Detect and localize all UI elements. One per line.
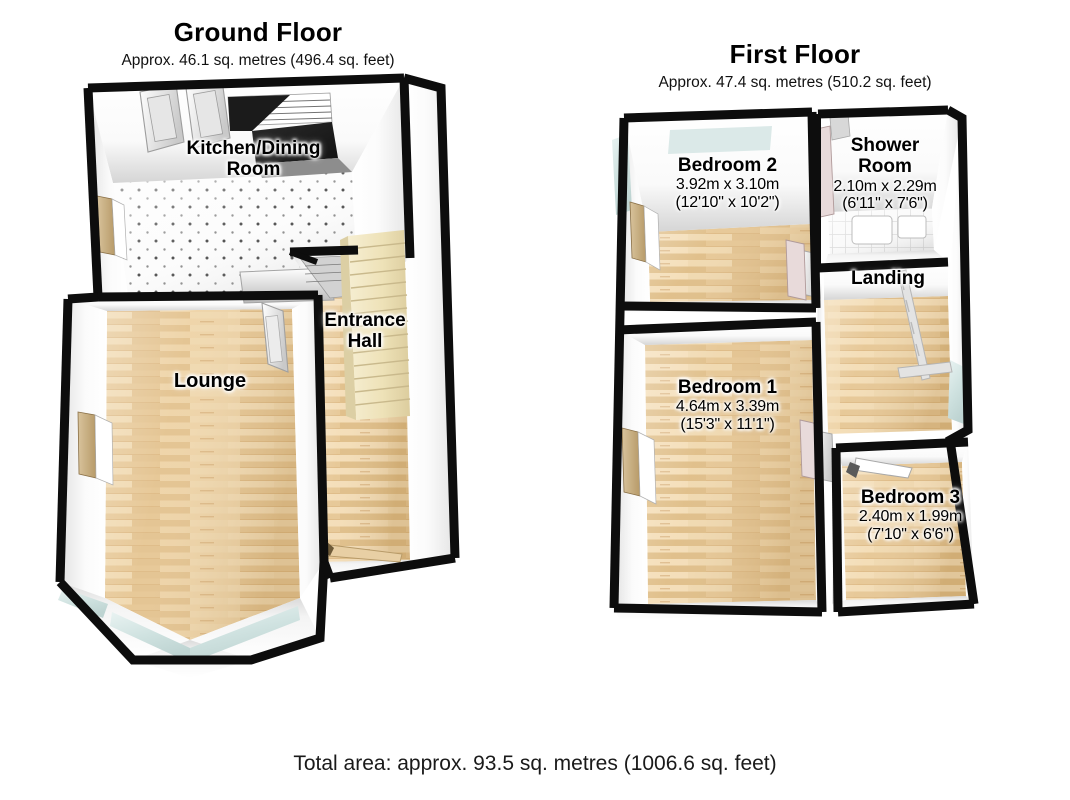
staircase [340,230,411,420]
first-floor-plan [609,105,979,620]
shower-fittings [851,215,927,245]
kitchen-appliance-lines [304,263,348,283]
bedroom1-radiator-side [637,431,657,505]
landing-banister [897,269,953,381]
kitchen-door-2-panel [192,89,224,139]
lounge-floor-shading [105,309,300,640]
toilet [897,215,927,239]
kitchen-door-leaves [139,79,231,153]
kitchen-worktop-dark [228,95,290,131]
kitchen-counter [252,122,338,164]
bedroom2-floor-shading [648,224,812,302]
shower-right-wall-face [932,110,962,250]
kitchen-counter-edge [256,158,352,178]
ground-floor-walls [55,73,460,665]
landing-floor-shading [824,296,952,434]
bedroom2-radiator [629,201,647,263]
banister-spindles [900,277,920,357]
ground-floor-plan [55,73,460,678]
lounge-radiator-side [94,414,114,486]
ground-floor-heading: Ground Floor Approx. 46.1 sq. metres (49… [48,17,468,71]
first-floor-walls [609,105,979,617]
kitchen-worktop [227,92,352,178]
bedroom2-radiator-side [643,205,661,271]
bedroom2-window-recess [668,126,772,154]
shower-back-wall-face [818,110,948,212]
bedroom1-radiator [621,427,641,497]
bay-window-glass-front-left [110,612,190,663]
shower-tray [851,215,893,245]
room-bedroom-1 [645,340,816,604]
first-floor-area: Approx. 47.4 sq. metres (510.2 sq. feet) [658,73,932,91]
room-bedroom-3 [842,462,966,600]
lounge-door-panel [265,315,283,363]
kitchen-radiator [96,195,128,261]
bedroom3-floor-shading [842,462,966,600]
bedroom2-door-open-leaf [785,239,807,301]
lounge-radiator-body [77,411,97,479]
total-area-text: Total area: approx. 93.5 sq. metres (100… [293,752,777,775]
first-floor-radiators [621,201,661,505]
kitchen-door-1-panel [146,93,178,143]
staircase-body [348,230,410,420]
room-lounge [105,309,300,640]
lounge-door [261,302,289,373]
ground-floor-area: Approx. 46.1 sq. metres (496.4 sq. feet) [121,51,395,69]
banister-rail [897,269,931,381]
ground-floor-internal-walls [288,249,319,265]
bedroom1-floor-shading [645,340,816,604]
banister-rail-lower [897,361,953,379]
kitchen-radiator-side [111,198,128,261]
landing-top-wall-face [824,262,948,300]
first-floor-heading: First Floor Approx. 47.4 sq. metres (510… [585,39,1005,93]
room-bedroom-2 [648,224,812,302]
staircase-treads [348,242,411,406]
room-landing [824,296,952,434]
bay-window-glass-front-right [190,606,300,663]
landing-window-glass [948,360,966,424]
bedroom3-door-hinge [846,462,860,478]
ground-floor-title: Ground Floor [173,17,343,47]
staircase-stringer [340,236,356,420]
lounge-radiator [77,411,114,486]
first-floor-title: First Floor [729,39,861,69]
